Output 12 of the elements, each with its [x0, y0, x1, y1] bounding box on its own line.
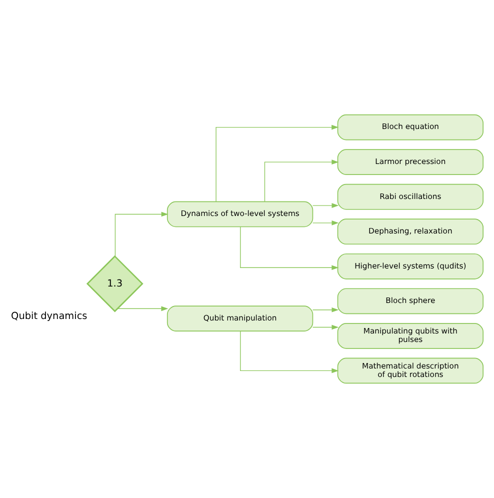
- node-label: Qubit dynamics: [11, 311, 88, 322]
- arrow: [240, 330, 339, 374]
- arrow: [312, 324, 339, 330]
- arrow: [264, 160, 339, 202]
- arrow: [240, 226, 339, 270]
- node-diamond: 1.3: [86, 255, 144, 312]
- arrow: [216, 124, 339, 202]
- arrow: [117, 306, 168, 312]
- arrow: [312, 220, 339, 226]
- arrow: [312, 307, 339, 312]
- arrow: [312, 203, 339, 208]
- arrow: [114, 212, 168, 257]
